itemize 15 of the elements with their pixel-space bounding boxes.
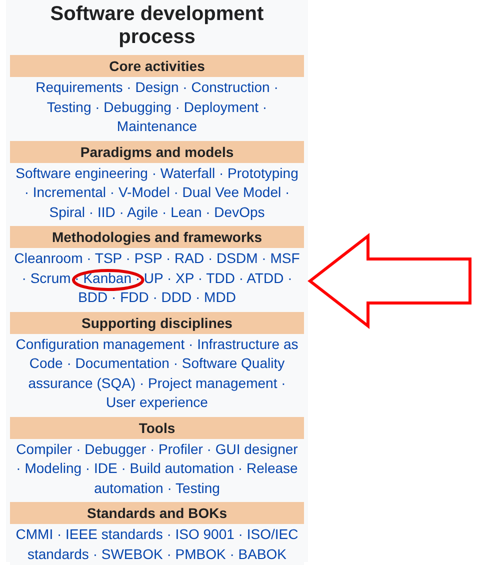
section-header: Supporting disciplines	[10, 312, 304, 334]
highlight-ellipse	[72, 268, 144, 290]
link-list: Software engineering · Waterfall · Prototyping · Incremental · V-Model · Dual Vee Model · Spiral · IID · Agile · Lean · DevOps	[10, 162, 304, 223]
link-list: Compiler · Debugger · Profiler · GUI designer · Modeling · IDE · Build automation · Release automation · Testing	[10, 438, 304, 499]
link-list: CMMI · IEEE standards · ISO 9001 · ISO/IEC standards · SWEBOK · PMBOK · BABOK	[10, 524, 304, 565]
section-header: Standards and BOKs	[10, 502, 304, 524]
link-list: Cleanroom · TSP · PSP · RAD · DSDM · MSF · Scrum · Kanban · UP · XP · TDD · ATDD · BDD · FDD · DDD · MDD	[10, 248, 304, 308]
navbox-title: Software development process	[49, 3, 265, 49]
link-list: Configuration management · Infrastructure as Code · Documentation · Software Quality assurance (SQA) · Project management · User experience	[10, 334, 304, 414]
section-header: Methodologies and frameworks	[10, 226, 304, 248]
block-arrow	[308, 232, 472, 330]
link-list: Requirements · Design · Construction · Testing · Debugging · Deployment · Maintenance	[10, 77, 304, 138]
section-header: Core activities	[10, 55, 304, 77]
section-header: Paradigms and models	[10, 140, 304, 162]
section-header: Tools	[10, 416, 304, 438]
